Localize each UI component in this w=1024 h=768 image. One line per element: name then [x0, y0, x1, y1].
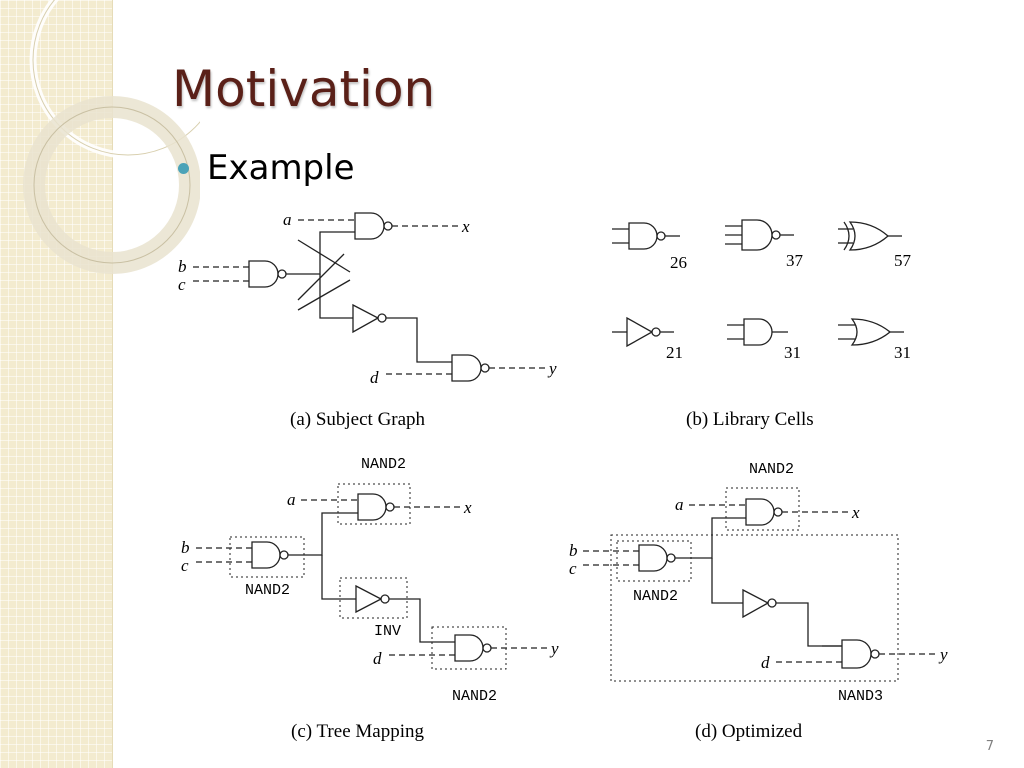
slide-title: Motivation: [172, 60, 436, 118]
cell-label-nand2-top: NAND2: [361, 456, 406, 473]
cell-cost-inv: 21: [666, 343, 683, 362]
cell-label-nand2-left: NAND2: [245, 582, 290, 599]
subject-graph-panel: a b c d x y (a) Subject Graph: [178, 210, 557, 430]
bullet-text: Example: [207, 148, 355, 188]
input-label-d: d: [373, 649, 382, 668]
decorative-rings: [23, 0, 200, 274]
input-label-d: d: [370, 368, 379, 387]
input-label-d: d: [761, 653, 770, 672]
output-label-x: x: [463, 498, 472, 517]
input-label-c: c: [569, 559, 577, 578]
input-label-a: a: [287, 490, 296, 509]
bullet-dot-icon: [178, 162, 189, 174]
output-label-x: x: [461, 217, 470, 236]
caption-tree-mapping: (c) Tree Mapping: [291, 721, 424, 742]
input-label-c: c: [178, 275, 186, 294]
cell-cost-nand2: 26: [670, 253, 687, 272]
optimized-panel: NAND2 NAND2 NAND3 a b c d x y (d) Optimi…: [569, 461, 948, 742]
cell-cost-or: 31: [894, 343, 911, 362]
output-label-y: y: [938, 645, 948, 664]
input-label-b: b: [181, 538, 190, 557]
library-cells-panel: 26 37 57 21 31 31 (b) Library Cells: [612, 219, 912, 430]
output-label-x: x: [851, 503, 860, 522]
caption-subject-graph: (a) Subject Graph: [290, 409, 426, 430]
output-label-y: y: [549, 639, 559, 658]
cell-label-inv: INV: [374, 623, 401, 640]
cell-cost-nand3: 37: [786, 251, 804, 270]
input-label-a: a: [675, 495, 684, 514]
input-label-b: b: [178, 257, 187, 276]
tree-mapping-panel: NAND2 NAND2 INV NAND2 a b c d x y (c) Tr…: [181, 456, 559, 742]
cell-cost-and: 31: [784, 343, 801, 362]
cell-cost-xor: 57: [894, 251, 912, 270]
bullet-item: Example: [178, 148, 355, 188]
input-label-c: c: [181, 556, 189, 575]
input-label-b: b: [569, 541, 578, 560]
page-number: 7: [985, 739, 994, 754]
cell-label-nand2-top: NAND2: [749, 461, 794, 478]
input-label-a: a: [283, 210, 292, 229]
cell-label-nand2-left: NAND2: [633, 588, 678, 605]
cell-label-nand3: NAND3: [838, 688, 883, 705]
caption-library-cells: (b) Library Cells: [686, 409, 814, 430]
caption-optimized: (d) Optimized: [695, 721, 803, 742]
cell-label-nand2-bottom: NAND2: [452, 688, 497, 705]
output-label-y: y: [547, 359, 557, 378]
